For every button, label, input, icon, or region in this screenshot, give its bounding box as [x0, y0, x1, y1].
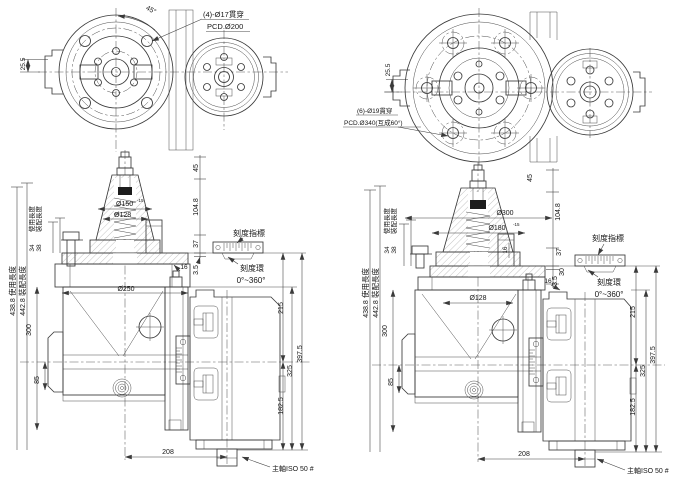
fit-length-total: 442.8 [20, 298, 27, 316]
dim-3.5: 3.5 [552, 276, 559, 286]
vertical-scale-ticks [176, 347, 182, 373]
right-unit: 25.5 (6)-Ø19貫穿 PCD.Ø340(互成60°) [343, 8, 669, 475]
angle-45-label: 45° [144, 4, 157, 16]
housing-bolt-lower [193, 374, 214, 394]
fit-length-label: 裝配長度 [17, 266, 27, 296]
use-length-label: 使用長度 [360, 268, 370, 298]
dim-182.5: 182.5 [278, 397, 285, 415]
use-length-total: 438.8 [10, 298, 17, 316]
dia2-label: Ø180 [488, 225, 505, 232]
scale-ring-range: 0°~360° [237, 276, 266, 285]
use-length-total: 438.8 [363, 300, 370, 318]
saddle-body [62, 286, 166, 396]
dim-16: 16 [544, 278, 552, 285]
bolt-circle-pcd200 [71, 27, 161, 117]
saddle-body [414, 289, 519, 398]
crosshair-bolt-holes [413, 29, 545, 147]
dim-397.5: 397.5 [650, 346, 657, 364]
right-section-view: Ø300 Ø180 -15 Ø128 45 104.8 37 30 3.5 16… [360, 162, 669, 475]
scale-ring-label: 刻度環 [597, 277, 621, 287]
column-outline [168, 9, 194, 151]
dia1-tol: -15 [137, 198, 144, 203]
dim-104.8: 104.8 [555, 203, 562, 221]
dim-300: 300 [382, 325, 389, 337]
dim-182.5: 182.5 [630, 398, 637, 416]
spindle-taper-label: 主軸ISO 50 # [627, 466, 669, 475]
dia3-label: Ø128 [469, 295, 486, 302]
scale-ring-strip [212, 241, 264, 254]
bolt-note-line2: PCD.Ø340(互成60°) [344, 118, 403, 127]
housing-bolt-lower [546, 376, 567, 396]
scale-ring-range: 0°~360° [595, 290, 624, 299]
dia1-label: Ø150 [116, 201, 133, 208]
dim-16-rotated: 16 [503, 246, 509, 253]
dim-325: 325 [287, 365, 294, 377]
dim-34: 34 [384, 246, 391, 254]
angle-45-arc [117, 14, 156, 31]
dia3-label: Ø250 [117, 286, 134, 293]
bolt-note-line1: (4)-Ø17貫穿 [203, 9, 244, 19]
dim-37: 37 [193, 240, 200, 248]
scale-ring-ticks [585, 256, 614, 264]
fit-length-small-label: 裝配長度 [389, 208, 398, 235]
dim-208: 208 [518, 451, 530, 458]
dia1-label: Ø300 [496, 210, 513, 217]
dim-38: 38 [36, 244, 43, 252]
fit-length-total: 442.8 [373, 300, 380, 318]
housing-bolt-upper [193, 312, 214, 332]
use-length-label: 使用長度 [7, 266, 17, 296]
left-bracket [44, 49, 63, 95]
left-side-circle-view [184, 30, 277, 130]
use-length-small-label: 使用長度 [382, 208, 391, 235]
dim-37: 37 [556, 248, 563, 256]
dim-45: 45 [193, 164, 200, 172]
right-side-circle-view [546, 48, 646, 138]
dim-85: 85 [34, 376, 41, 384]
dim-34: 34 [29, 244, 36, 252]
dim-104.8: 104.8 [193, 198, 200, 216]
dim-208: 208 [162, 449, 174, 456]
dim-215: 215 [630, 306, 637, 318]
scale-pointer-label: 刻度指標 [233, 228, 265, 238]
offset-dim-label: 25.5 [385, 63, 392, 76]
vertical-scale-ticks [529, 349, 535, 375]
scale-ring-label: 刻度環 [240, 263, 264, 273]
dim-3.5: 3.5 [193, 265, 200, 275]
housing-bolt-upper [546, 314, 567, 334]
left-section-view: Ø150 -15 Ø128 Ø250 45 104.8 37 3.5 16 刻 [7, 150, 314, 473]
offset-dim-label: 25.5 [20, 57, 27, 70]
right-front-view: 25.5 (6)-Ø19貫穿 PCD.Ø340(互成60°) [343, 8, 652, 168]
bolt-note-line1: (6)-Ø19貫穿 [357, 106, 392, 115]
scale-ring-ticks [223, 243, 252, 251]
dim-45: 45 [527, 174, 534, 182]
spindle-housing [189, 289, 281, 441]
dia2-label: Ø128 [114, 212, 131, 219]
dia2-tol: -15 [513, 222, 520, 227]
dim-16: 16 [180, 264, 188, 271]
dim-397.5: 397.5 [297, 345, 304, 363]
scale-pointer-label: 刻度指標 [592, 233, 624, 243]
left-front-view: 45° (4)-Ø17貫穿 PCD.Ø200 25.5 [20, 4, 288, 152]
dim-38: 38 [391, 246, 398, 254]
bolt-note-line2: PCD.Ø200 [207, 22, 243, 31]
left-unit: 45° (4)-Ø17貫穿 PCD.Ø200 25.5 [7, 4, 314, 473]
dim-325: 325 [640, 365, 647, 377]
fit-length-label: 裝配長度 [370, 268, 380, 298]
spindle-taper-label: 主軸ISO 50 # [272, 464, 314, 473]
dim-215: 215 [278, 302, 285, 314]
spindle-housing [542, 291, 632, 442]
scale-ring-strip [574, 254, 626, 267]
column-stubs [529, 11, 558, 163]
use-length-small-label: 使用長度 [27, 206, 36, 233]
dim-85: 85 [388, 378, 395, 386]
dim-30: 30 [559, 268, 566, 276]
fit-length-small-label: 裝配長度 [34, 206, 43, 233]
dim-300: 300 [26, 324, 33, 336]
